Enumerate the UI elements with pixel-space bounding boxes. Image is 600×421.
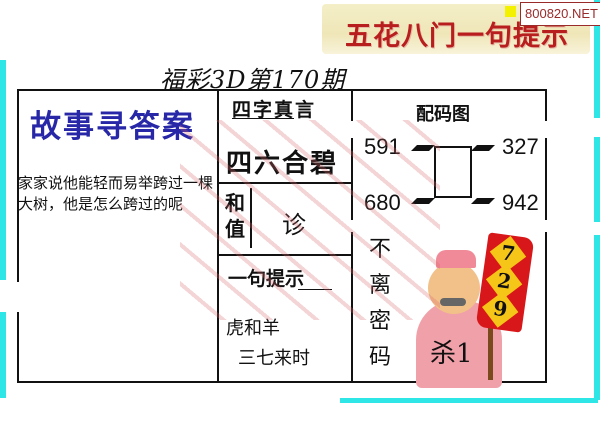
connector-tick-icon xyxy=(471,145,495,151)
flag-number-1: 7 xyxy=(499,240,517,266)
frame-right-lower xyxy=(594,235,600,400)
table-left-border-lower xyxy=(17,312,19,383)
mascot-head xyxy=(428,262,480,314)
mascot-hat xyxy=(436,250,476,268)
match-chart-heading: 配码图 xyxy=(416,104,470,125)
table-right-border-mid xyxy=(545,138,547,220)
connector-tick-icon xyxy=(471,198,495,204)
frame-right-mid xyxy=(594,137,600,222)
col-divider-2-mid xyxy=(351,138,353,220)
table-right-border-lower xyxy=(545,232,547,383)
site-logo-icon xyxy=(505,6,516,17)
connector-box xyxy=(434,146,472,198)
connector-tick-icon xyxy=(411,198,435,204)
sum-divider xyxy=(250,188,252,248)
match-top-right: 327 xyxy=(502,134,539,159)
match-bottom-right: 942 xyxy=(502,190,539,215)
match-bottom-left: 680 xyxy=(364,190,401,215)
table-right-border-upper xyxy=(545,89,547,121)
sum-value: 诊 xyxy=(282,211,306,239)
story-heading: 故事寻答案 xyxy=(30,109,195,145)
hint-line-1: 虎和羊 xyxy=(226,318,280,339)
table-top-border xyxy=(17,89,547,91)
frame-bottom xyxy=(340,398,598,403)
hint-underline xyxy=(298,289,332,290)
hint-heading: 一句提示 xyxy=(228,268,305,290)
sum-value-label: 和值 xyxy=(225,191,245,241)
story-body: 家家说他能轻而易举跨过一棵大树，他是怎么跨过的呢 xyxy=(18,174,214,213)
col-divider-2-upper xyxy=(351,89,353,121)
mascot-kill-label: 杀1 xyxy=(430,339,473,369)
col-divider-1 xyxy=(217,89,219,383)
four-words-phrase: 四六合碧 xyxy=(226,149,339,179)
hint-line-2: 三七来时 xyxy=(238,348,310,369)
frame-left-upper xyxy=(0,60,6,280)
mid-row-divider-1 xyxy=(217,182,353,184)
site-badge[interactable]: 800820.NET xyxy=(520,2,600,26)
flag-pole xyxy=(488,300,493,380)
mid-row-divider-2 xyxy=(217,254,353,256)
table-left-border-upper xyxy=(17,89,19,282)
frame-right-upper xyxy=(594,0,600,118)
mascot-beard xyxy=(440,298,466,306)
flag-number-3: 9 xyxy=(491,295,509,322)
match-top-left: 591 xyxy=(364,134,401,159)
banner-title: 五花八门一句提示 xyxy=(345,21,569,52)
four-words-heading: 四字真言 xyxy=(232,99,317,121)
table-bottom-border xyxy=(17,381,547,383)
col-divider-2-lower xyxy=(351,232,353,383)
flag-number-2: 2 xyxy=(495,268,513,294)
heading-underline xyxy=(232,118,294,119)
secret-text: 不离密码 xyxy=(368,237,391,370)
connector-tick-icon xyxy=(411,145,435,151)
frame-left-lower xyxy=(0,312,6,398)
